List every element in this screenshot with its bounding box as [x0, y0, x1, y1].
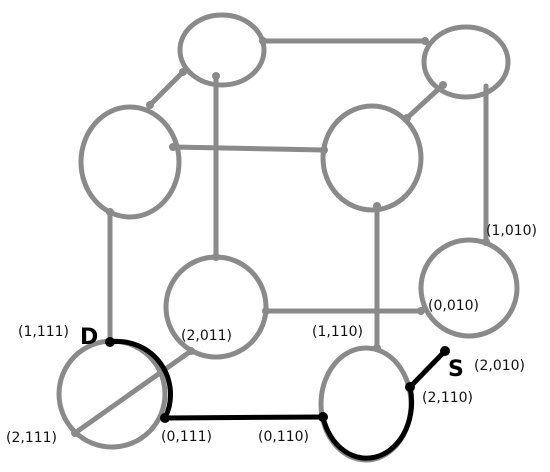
label-2-110: (2,110)	[422, 390, 473, 406]
label-1-111: (1,111)	[18, 324, 69, 340]
node-dot	[169, 143, 177, 151]
node-dot	[421, 37, 429, 45]
route-dot-2110	[405, 382, 415, 392]
route-edge-2110-to-s	[407, 348, 448, 390]
ring-top-left-back	[177, 12, 267, 88]
node-dot	[259, 37, 267, 45]
node-dot	[373, 344, 381, 352]
route-arc-d-to-0111	[107, 338, 174, 421]
edge-middle-horizontal	[170, 144, 327, 153]
label-0-010: (0,010)	[428, 298, 479, 314]
destination-marker: D	[80, 325, 98, 350]
ring-lower-back-right	[418, 237, 520, 339]
edge-top-right-diag	[404, 82, 446, 121]
label-1-110: (1,110)	[312, 324, 363, 340]
route-dot-0111	[160, 413, 170, 423]
source-marker: S	[448, 357, 464, 382]
route-dot-d	[105, 337, 115, 347]
route-dot-0110	[318, 412, 328, 422]
node-dot	[212, 253, 220, 261]
label-2-011: (2,011)	[181, 328, 232, 344]
edge-lower-diag	[72, 348, 194, 436]
node-dot	[179, 68, 187, 76]
label-0-111: (0,111)	[161, 429, 212, 445]
node-dot	[320, 146, 328, 154]
node-dot	[106, 208, 114, 216]
node-dot	[212, 72, 220, 80]
ring-upper-left-front	[78, 104, 182, 220]
node-dot	[482, 238, 490, 246]
node-dot	[439, 81, 447, 89]
node-dot	[262, 307, 270, 315]
node-dot	[71, 429, 79, 437]
node-dot	[373, 202, 381, 210]
ring-top-right-back	[421, 24, 511, 100]
node-dot	[187, 347, 195, 355]
route-arc-0110-to-2110	[320, 384, 415, 461]
route-dot-s	[440, 346, 450, 356]
label-2-010: (2,010)	[474, 358, 525, 374]
node-dot	[417, 307, 425, 315]
label-0-110: (0,110)	[258, 429, 309, 445]
node-dot	[146, 101, 154, 109]
edge-top-left-diag	[147, 69, 186, 108]
route-edge-0111-to-0110	[162, 414, 326, 421]
label-1-010: (1,010)	[486, 223, 537, 239]
label-2-111: (2,111)	[6, 430, 57, 446]
node-dot	[403, 114, 411, 122]
ring-upper-right-front	[320, 103, 424, 213]
